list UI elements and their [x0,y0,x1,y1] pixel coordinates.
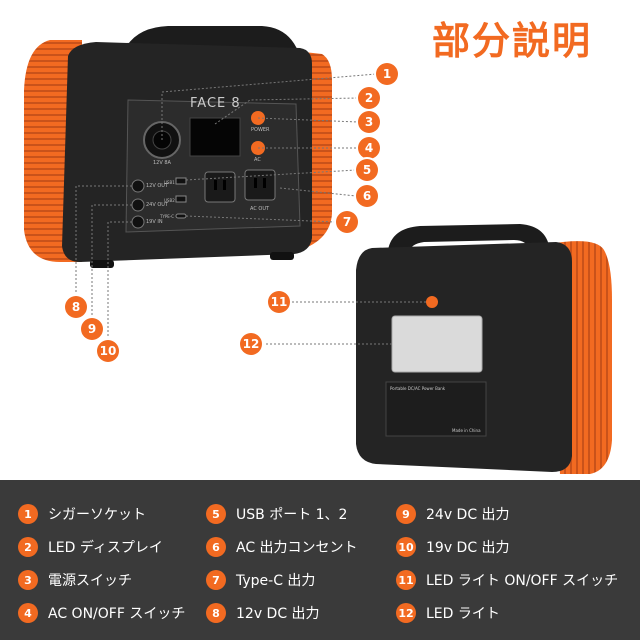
legend-text: シガーソケット [48,507,146,523]
diagram-svg [24,26,612,474]
legend-item-8: 8 12v DC 出力 [206,601,320,625]
callout-6: 6 [356,185,378,207]
legend-item-11: 11 LED ライト ON/OFF スイッチ [396,568,618,592]
legend-num: 5 [206,504,226,524]
legend-item-7: 7 Type-C 出力 [206,568,315,592]
legend-item-4: 4 AC ON/OFF スイッチ [18,601,185,625]
legend-text: 電源スイッチ [48,573,132,589]
legend-num: 11 [396,570,416,590]
typec-port [175,213,187,219]
legend-item-6: 6 AC 出力コンセント [206,535,358,559]
legend-num: 12 [396,603,416,623]
usb2-port [175,195,187,203]
callout-11: 11 [268,291,290,313]
legend-text: 19v DC 出力 [426,540,510,556]
usb1-port [175,177,187,185]
callout-12: 12 [240,333,262,355]
callout-3: 3 [358,111,380,133]
led-display [189,117,241,157]
label-12v: 12V 8A [153,160,171,166]
callout-2: 2 [358,87,380,109]
dc-19v-port [131,215,145,229]
legend-text: LED ディスプレイ [48,540,163,556]
legend-item-12: 12 LED ライト [396,601,500,625]
legend-item-10: 10 19v DC 出力 [396,535,510,559]
callout-4: 4 [358,137,380,159]
diagram-stage: 部分説明 [24,19,612,474]
back-device [356,224,612,474]
back-label-fine: Made in China [452,428,481,433]
callout-10: 10 [97,340,119,362]
ac-outlet-1 [204,171,236,203]
legend-text: LED ライト ON/OFF スイッチ [426,573,619,589]
led-switch-shape [426,296,438,308]
legend-item-1: 1 シガーソケット [18,502,146,526]
label-usb2: USB2 [164,198,175,203]
label-usb1: USB1 [164,180,175,185]
legend-panel: 1 シガーソケット 2 LED ディスプレイ 3 電源スイッチ 4 AC ON/OFF … [0,480,640,640]
callout-7: 7 [336,211,358,233]
front-device [24,26,332,268]
legend-num: 3 [18,570,38,590]
legend-text: AC 出力コンセント [236,540,358,556]
callout-5: 5 [356,159,378,181]
back-handle [388,224,550,252]
label-12v-out: 12V OUT [146,183,169,189]
legend-item-5: 5 USB ポート 1、2 [206,502,347,526]
legend-num: 2 [18,537,38,557]
callout-1: 1 [376,63,398,85]
label-power: POWER [251,127,270,133]
led-light-panel [391,315,483,373]
callout-9: 9 [81,318,103,340]
legend-num: 1 [18,504,38,524]
label-ac: AC [254,157,261,163]
legend-num: 9 [396,504,416,524]
legend-text: LED ライト [426,606,500,622]
ac-outlet-2 [244,169,276,201]
leader-lines [75,73,426,345]
dc-12v-port [131,179,145,193]
legend-num: 10 [396,537,416,557]
legend-num: 8 [206,603,226,623]
legend-text: USB ポート 1、2 [236,507,348,523]
legend-text: 24v DC 出力 [426,507,510,523]
legend-num: 4 [18,603,38,623]
legend-num: 7 [206,570,226,590]
legend-item-3: 3 電源スイッチ [18,568,132,592]
legend-item-9: 9 24v DC 出力 [396,502,510,526]
callout-8: 8 [65,296,87,318]
dc-24v-port [131,198,145,212]
legend-text: 12v DC 出力 [236,606,320,622]
legend-text: AC ON/OFF スイッチ [48,606,186,622]
label-24v-out: 24V OUT [146,202,169,208]
legend-text: Type-C 出力 [236,573,316,589]
legend-num: 6 [206,537,226,557]
legend-item-2: 2 LED ディスプレイ [18,535,163,559]
brand-label: FACE 8 [190,96,241,111]
spec-label [385,381,487,437]
back-label-title: Portable DC/AC Power Bank [390,386,446,391]
label-typec: TYPE-C [160,214,175,219]
page-title: 部分説明 [432,19,593,63]
label-19v-in: 19V IN [146,219,163,225]
label-ac-out: AC OUT [250,206,270,212]
